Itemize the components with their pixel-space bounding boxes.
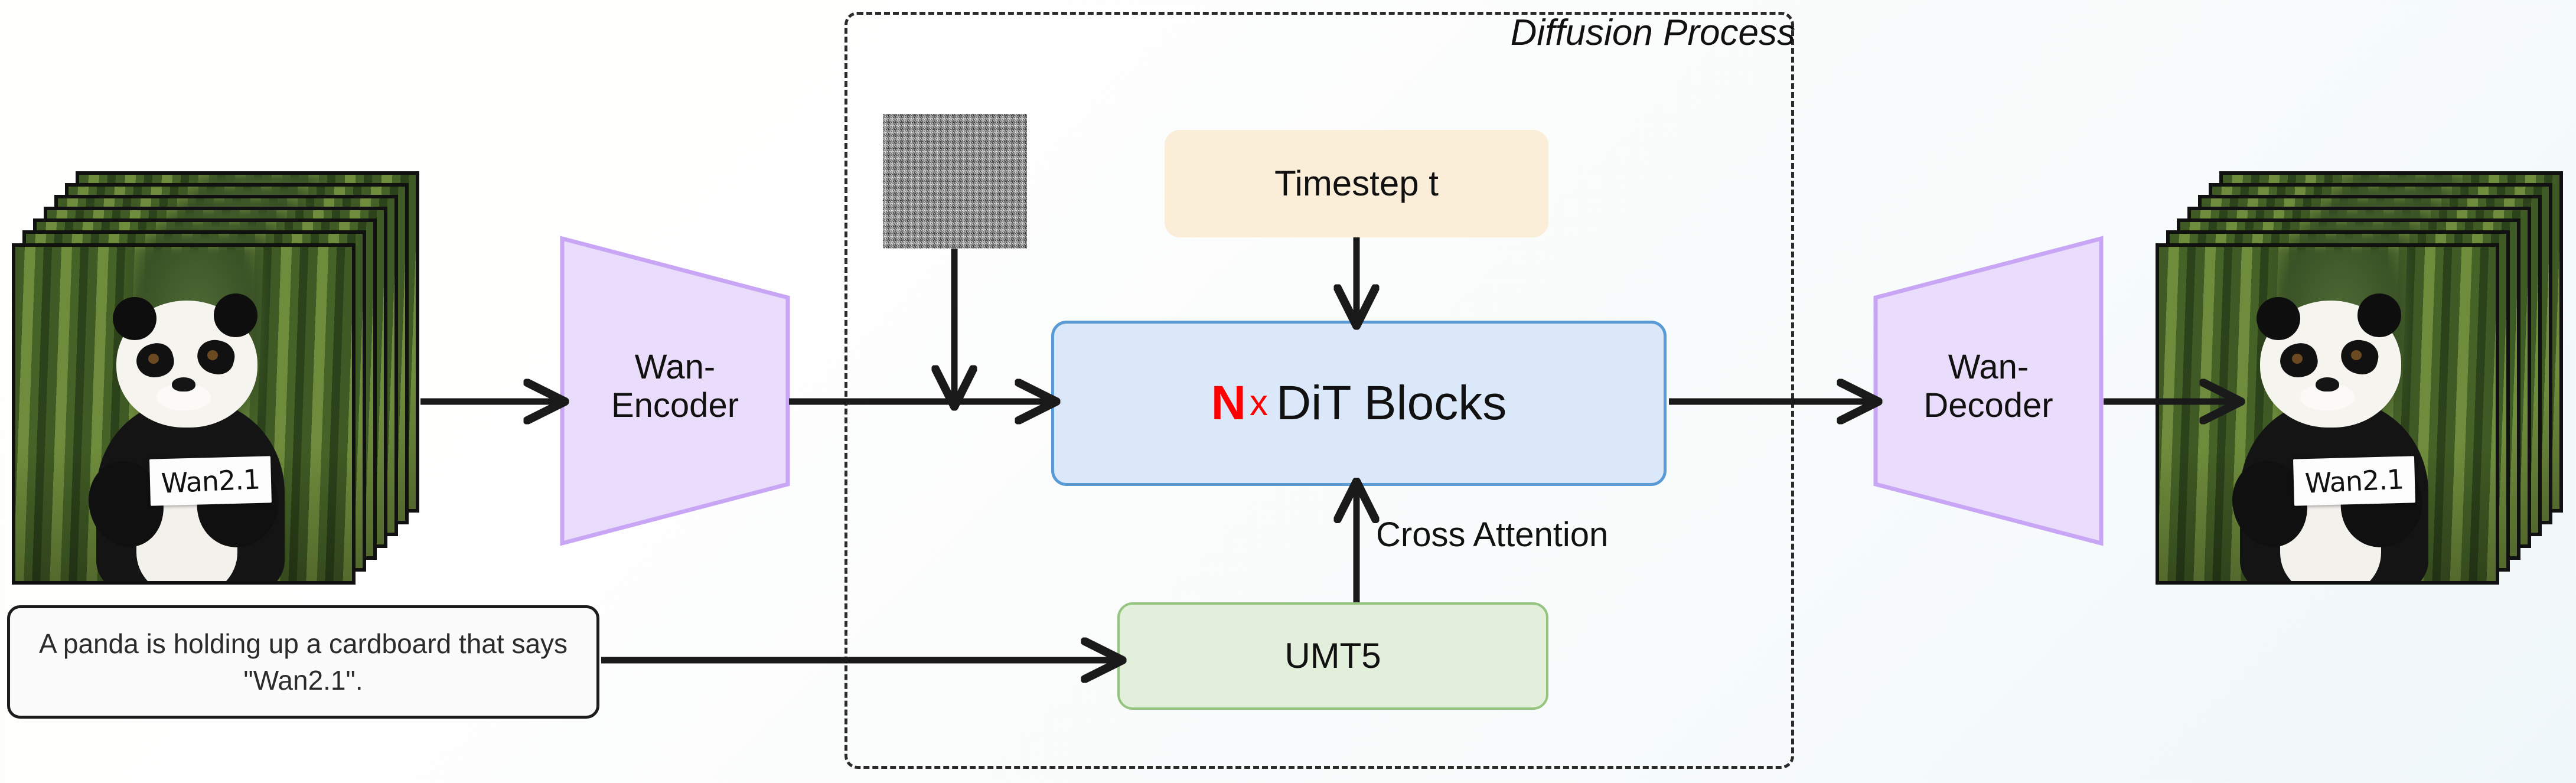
dit-blocks-label: DiT Blocks	[1276, 376, 1507, 430]
wan-decoder-label-line2: Decoder	[1923, 386, 2053, 425]
encoder-trapezoid-shape	[560, 236, 790, 546]
wan-encoder-label: Wan- Encoder	[560, 348, 790, 425]
frame-front: Wan2.1	[12, 243, 356, 585]
gaussian-noise-latent	[883, 114, 1027, 249]
timestep-label: Timestep t	[1274, 164, 1439, 204]
cross-attention-label: Cross Attention	[1376, 516, 1609, 554]
frame-front: Wan2.1	[2156, 243, 2499, 585]
panda-sign-text: Wan2.1	[2304, 462, 2405, 499]
wan-decoder-label: Wan- Decoder	[1873, 348, 2104, 425]
wan-decoder-label-line1: Wan-	[1948, 348, 2029, 386]
umt5-label: UMT5	[1284, 636, 1381, 676]
panda-sign-text: Wan2.1	[160, 462, 261, 499]
prompt-text: A panda is holding up a cardboard that s…	[38, 628, 568, 696]
dit-count-label: N	[1211, 376, 1246, 430]
output-video-frame-stack: Wan2.1	[2156, 171, 2576, 585]
panda-sign-output: Wan2.1	[2293, 455, 2416, 506]
prompt-text-box[interactable]: A panda is holding up a cardboard that s…	[7, 605, 599, 719]
wan-decoder-block[interactable]: Wan- Decoder	[1873, 226, 2104, 556]
panda-sign-input: Wan2.1	[149, 455, 272, 506]
umt5-text-encoder-block[interactable]: UMT5	[1117, 602, 1548, 710]
wan-encoder-label-line1: Wan-	[634, 348, 716, 386]
input-video-frame-stack: Wan2.1	[12, 171, 437, 585]
wan-encoder-label-line2: Encoder	[611, 386, 739, 425]
wan-encoder-block[interactable]: Wan- Encoder	[560, 226, 790, 556]
dit-blocks-block[interactable]: N x DiT Blocks	[1051, 321, 1667, 486]
diffusion-process-title: Diffusion Process	[1510, 12, 1795, 53]
diffusion-process-region	[844, 12, 1794, 769]
timestep-block[interactable]: Timestep t	[1165, 130, 1548, 237]
dit-multiply-icon: x	[1249, 383, 1268, 424]
